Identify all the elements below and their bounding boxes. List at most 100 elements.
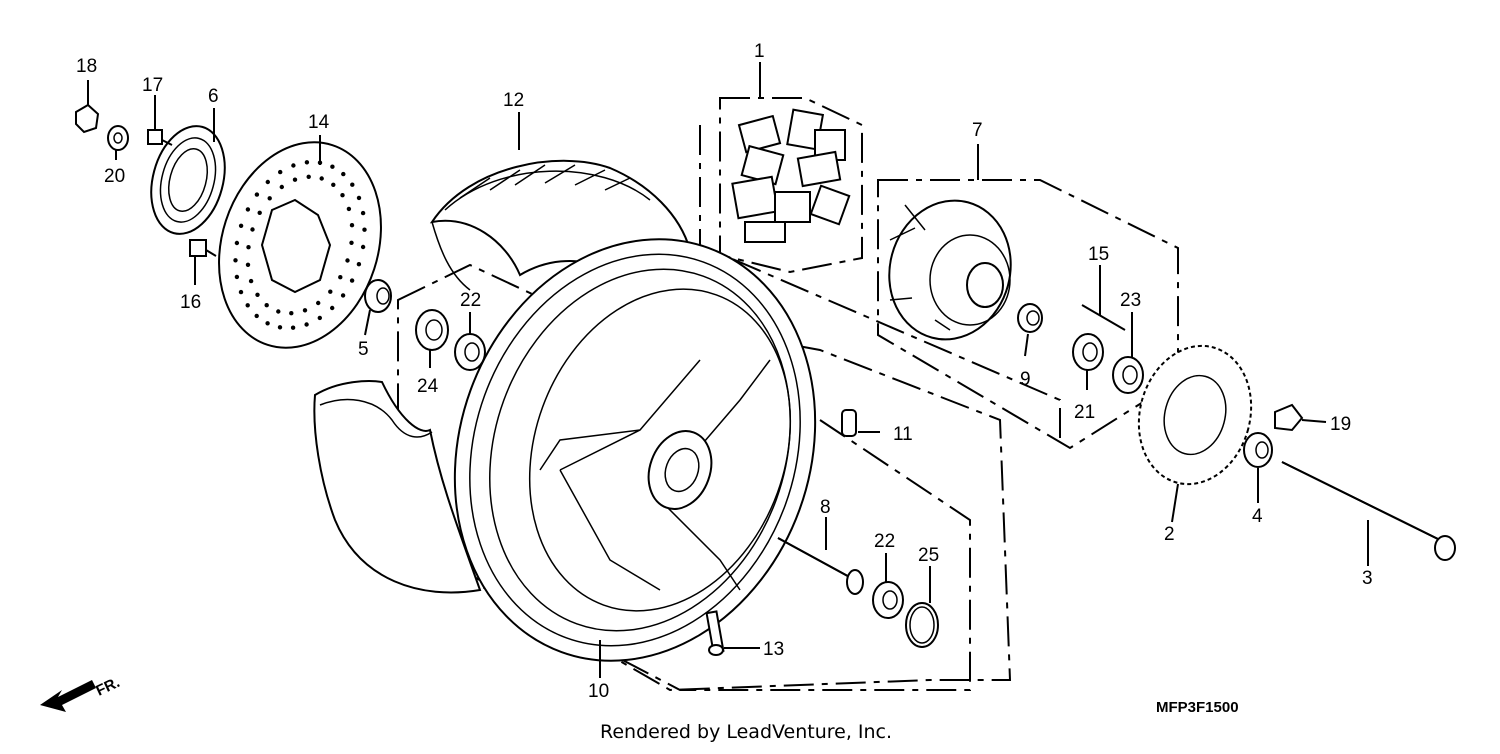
disc-hole [265, 179, 270, 185]
callout-6: 6 [208, 86, 219, 107]
collar-5 [364, 279, 392, 313]
callout-2: 2 [1164, 524, 1175, 545]
disc-hole [362, 227, 367, 232]
disc-hole [234, 274, 240, 280]
disc-hole [257, 210, 262, 215]
hub-group-outline [877, 179, 1179, 450]
o-ring-25 [905, 602, 939, 648]
axle-line-bottom [449, 419, 971, 691]
stud-15 [1081, 304, 1126, 331]
callout-14: 14 [308, 112, 330, 133]
disc-hole [341, 171, 346, 177]
callout-17: 17 [142, 75, 163, 96]
disc-hole [304, 160, 310, 165]
disc-hole [276, 309, 281, 314]
callout-25: 25 [918, 545, 939, 566]
oil-seal-9 [1017, 303, 1043, 333]
disc-hole [340, 193, 345, 198]
bearing-22-upper [454, 333, 486, 371]
disc-hole [349, 240, 354, 245]
disc-hole [264, 303, 269, 308]
disc-hole [345, 258, 350, 263]
sprocket [1137, 344, 1253, 486]
disc-hole [277, 325, 283, 330]
disc-hole [291, 163, 296, 168]
clip-11 [841, 409, 857, 437]
disc-hole [317, 315, 322, 321]
disc-hole [316, 300, 321, 306]
disc-hole [250, 227, 255, 232]
callout-5: 5 [358, 339, 369, 360]
pulser-ring [150, 125, 226, 235]
disc-hole [290, 325, 296, 330]
disc-hole [331, 182, 336, 187]
callout-19: 19 [1330, 414, 1351, 435]
disc-hole [265, 321, 270, 326]
disc-hole [346, 206, 352, 212]
disc-hole [306, 174, 311, 179]
axle-line-right [699, 125, 1061, 445]
disc-hole [267, 196, 272, 201]
disc-hole [238, 223, 244, 228]
callout-21: 21 [1074, 402, 1095, 423]
disc-hole [319, 176, 324, 181]
disc-hole [245, 303, 250, 308]
callout-13: 13 [763, 639, 784, 660]
disc-hole [255, 292, 260, 297]
nut-19 [1274, 403, 1304, 432]
disc-hole [234, 240, 240, 246]
collar-8 [777, 537, 864, 595]
bearing-21 [1072, 333, 1104, 371]
bolt-17 [147, 129, 173, 146]
bearing-24 [415, 309, 449, 351]
disc-hole [330, 164, 335, 169]
valve-13 [705, 610, 725, 656]
callout-7: 7 [972, 120, 983, 141]
disc-hole [289, 311, 294, 316]
wheel-rim [453, 238, 817, 662]
disc-hole [254, 192, 260, 197]
bearing-23 [1112, 356, 1144, 394]
disc-hole [304, 322, 309, 327]
disc-hole [238, 289, 244, 295]
axle-3 [1281, 461, 1456, 561]
callout-22a: 22 [460, 290, 481, 311]
callout-23: 23 [1120, 290, 1141, 311]
disc-hole [246, 245, 251, 250]
disc-hole [340, 293, 346, 298]
callout-18: 18 [76, 56, 97, 77]
callout-4: 4 [1252, 506, 1263, 527]
bearing-22-lower [872, 581, 904, 619]
credit-line: Rendered by LeadVenture, Inc. [600, 721, 892, 743]
disc-hole [356, 195, 362, 201]
hub-flange [888, 199, 1012, 341]
diagram-code: MFP3F1500 [1156, 699, 1239, 716]
disc-hole [292, 177, 298, 182]
disc-hole [254, 313, 259, 319]
collar-4 [1243, 432, 1273, 468]
disc-hole [233, 258, 238, 263]
leader-lines [87, 62, 1369, 678]
callout-11: 11 [893, 424, 913, 445]
disc-hole [349, 223, 355, 228]
disc-hole [360, 210, 366, 216]
disc-hole [349, 278, 355, 283]
damper-rubbers [731, 108, 851, 243]
disc-hole [279, 184, 284, 190]
disc-hole [338, 275, 343, 280]
callout-15: 15 [1088, 244, 1109, 265]
callout-8: 8 [820, 497, 831, 518]
callout-12: 12 [503, 90, 524, 111]
brake-disc [218, 141, 382, 349]
disc-hole [278, 169, 283, 175]
callout-24: 24 [417, 376, 439, 397]
disc-hole [356, 262, 362, 267]
callout-22b: 22 [874, 531, 895, 552]
disc-hole [360, 244, 366, 250]
bolt-16 [189, 239, 217, 257]
front-direction-arrow-icon [40, 680, 96, 712]
washer-20 [107, 125, 129, 151]
disc-hole [330, 305, 335, 311]
disc-hole [302, 308, 308, 313]
